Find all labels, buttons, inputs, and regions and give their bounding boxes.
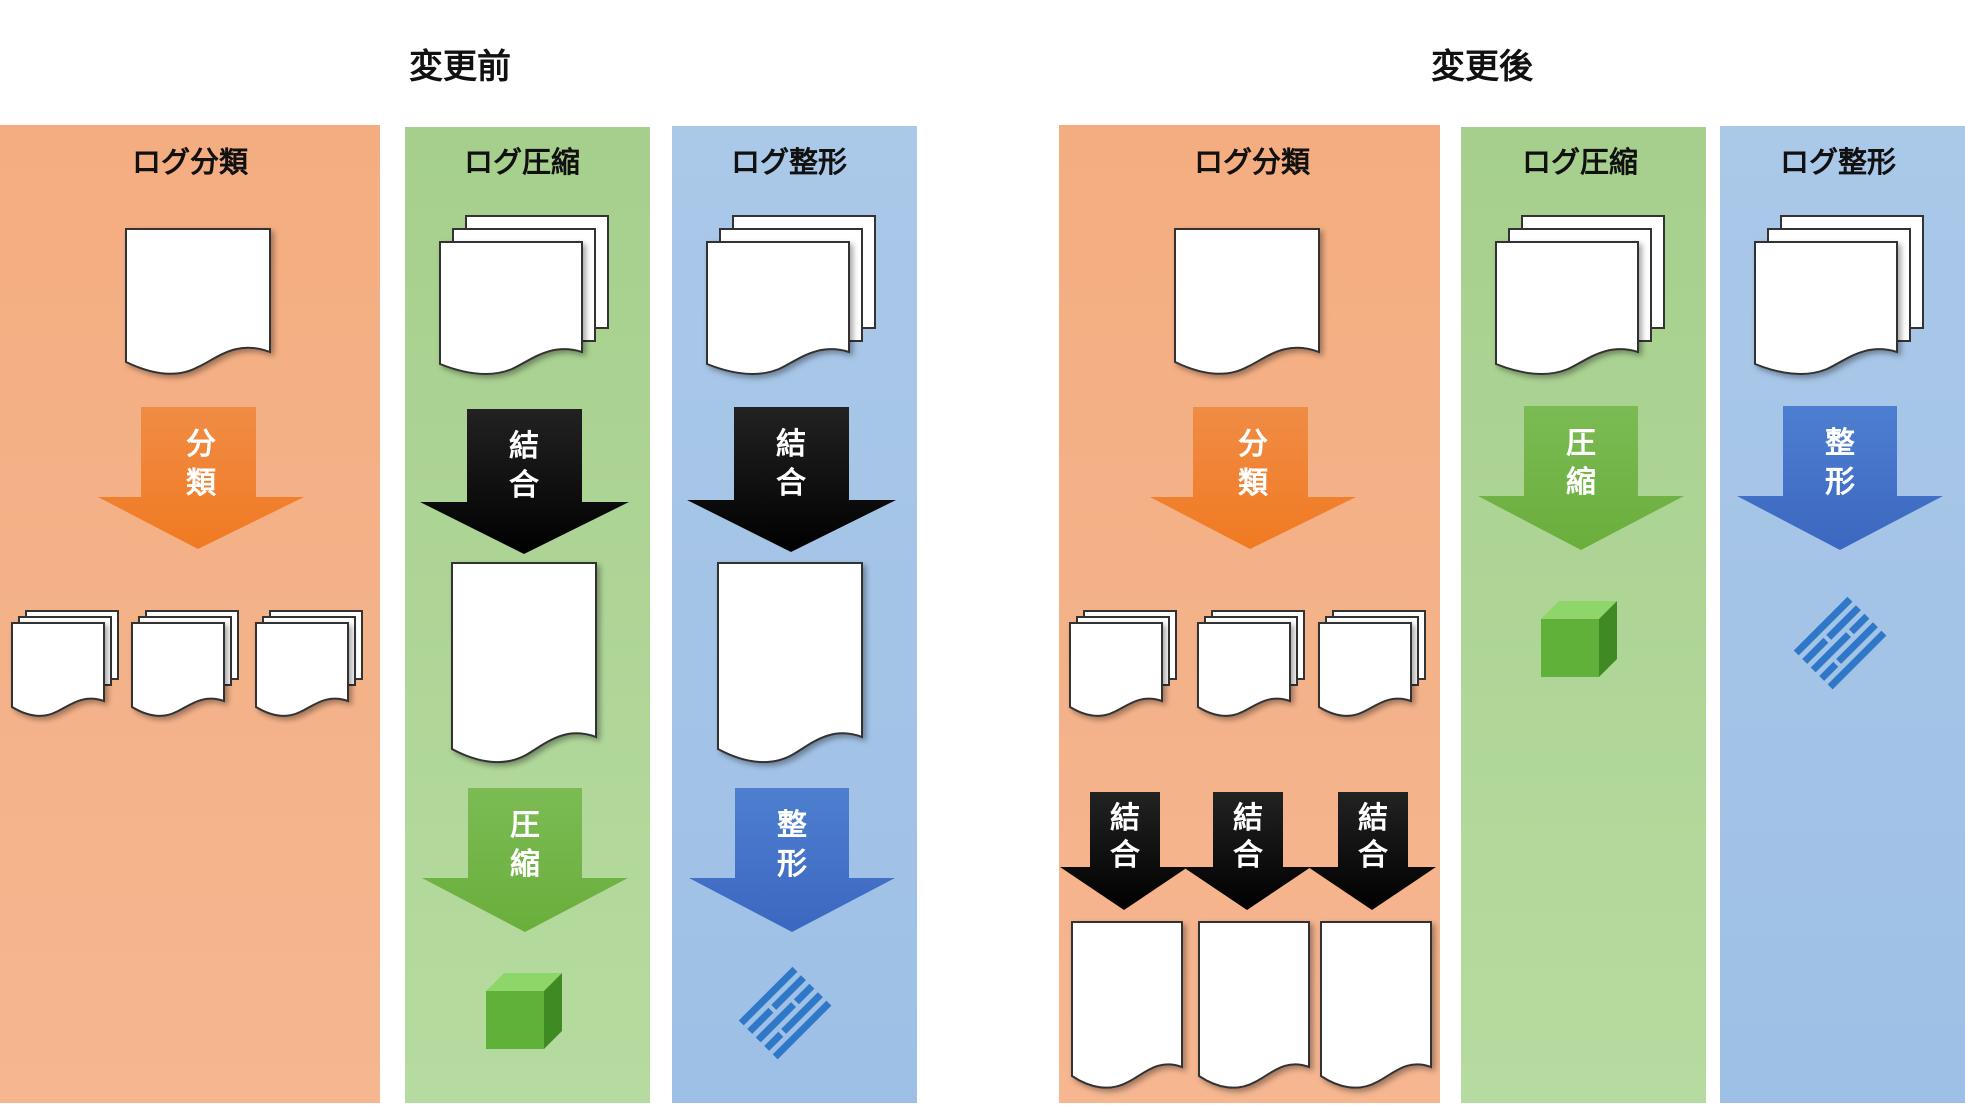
arrow-merge: 結 合 [420, 409, 629, 554]
arrow-compress: 圧 縮 [422, 788, 628, 932]
title-before: 変更前 [409, 47, 511, 87]
panel-header: ログ圧縮 [1522, 145, 1638, 179]
log-file-stack-icon [439, 215, 609, 375]
arrow-compress: 圧 縮 [1478, 406, 1684, 550]
arrow-format: 整 形 [689, 788, 895, 932]
arrow-merge: 結 合 [1308, 792, 1436, 910]
log-file-stack-icon [1318, 610, 1426, 717]
arrow-label: 整 [777, 808, 807, 843]
arrow-label: 結 [509, 429, 539, 464]
arrow-label: 縮 [1566, 465, 1596, 500]
arrow-label: 圧 [510, 808, 540, 843]
log-file-icon [1174, 228, 1320, 375]
arrow-label: 分 [1238, 427, 1268, 462]
formatted-pattern-icon [738, 966, 832, 1060]
before-compress-panel: ログ圧縮 結 合 圧 縮 [405, 127, 650, 1103]
panel-header: ログ分類 [132, 145, 249, 179]
arrow-label: 結 [1110, 801, 1140, 836]
panel-header: ログ分類 [1194, 145, 1311, 179]
log-file-stack-icon [1069, 610, 1177, 717]
arrow-label: 合 [509, 468, 539, 503]
arrow-classify: 分 類 [98, 407, 304, 549]
arrow-merge: 結 合 [1183, 792, 1311, 910]
arrow-label: 形 [1825, 465, 1855, 500]
compressed-cube-icon [486, 973, 562, 1049]
arrow-label: 合 [776, 466, 806, 501]
arrow-label: 類 [1238, 466, 1269, 501]
arrow-label: 圧 [1566, 426, 1596, 461]
arrow-format: 整 形 [1737, 406, 1943, 550]
merged-log-file-icon [1071, 921, 1183, 1089]
log-file-stack-icon [11, 610, 119, 717]
before-classify-panel: ログ分類 分 類 [0, 125, 380, 1103]
arrow-classify: 分 類 [1150, 407, 1356, 549]
arrow-merge: 結 合 [687, 407, 896, 552]
merged-log-file-icon [717, 562, 863, 764]
log-file-icon [125, 228, 271, 375]
arrow-label: 整 [1825, 426, 1855, 461]
log-file-stack-icon [1495, 215, 1665, 375]
after-format-panel: ログ整形 整 形 [1720, 126, 1965, 1103]
merged-log-file-icon [1198, 921, 1310, 1089]
arrow-label: 合 [1358, 838, 1388, 873]
formatted-pattern-icon [1793, 596, 1887, 690]
merged-log-file-icon [1320, 921, 1432, 1089]
merged-log-file-icon [451, 562, 597, 764]
arrow-label: 結 [776, 427, 806, 462]
arrow-merge: 結 合 [1060, 792, 1188, 910]
panel-header: ログ圧縮 [464, 145, 580, 179]
after-classify-panel: ログ分類 分 類 結 合 結 [1059, 125, 1440, 1103]
log-file-stack-icon [255, 610, 363, 717]
arrow-label: 分 [186, 427, 216, 462]
arrow-label: 結 [1358, 801, 1388, 836]
log-file-stack-icon [131, 610, 239, 717]
arrow-label: 類 [186, 466, 217, 501]
log-file-stack-icon [706, 215, 876, 375]
title-after: 変更後 [1431, 47, 1534, 87]
log-file-stack-icon [1197, 610, 1305, 717]
compressed-cube-icon [1541, 601, 1617, 677]
panel-header: ログ整形 [1780, 145, 1896, 179]
log-file-stack-icon [1754, 215, 1924, 375]
arrow-label: 合 [1233, 838, 1263, 873]
panel-header: ログ整形 [731, 145, 847, 179]
before-format-panel: ログ整形 結 合 整 形 [672, 126, 917, 1103]
after-compress-panel: ログ圧縮 圧 縮 [1461, 127, 1706, 1103]
arrow-label: 結 [1233, 801, 1263, 836]
arrow-label: 縮 [510, 847, 540, 882]
arrow-label: 合 [1110, 838, 1140, 873]
arrow-label: 形 [777, 847, 807, 882]
